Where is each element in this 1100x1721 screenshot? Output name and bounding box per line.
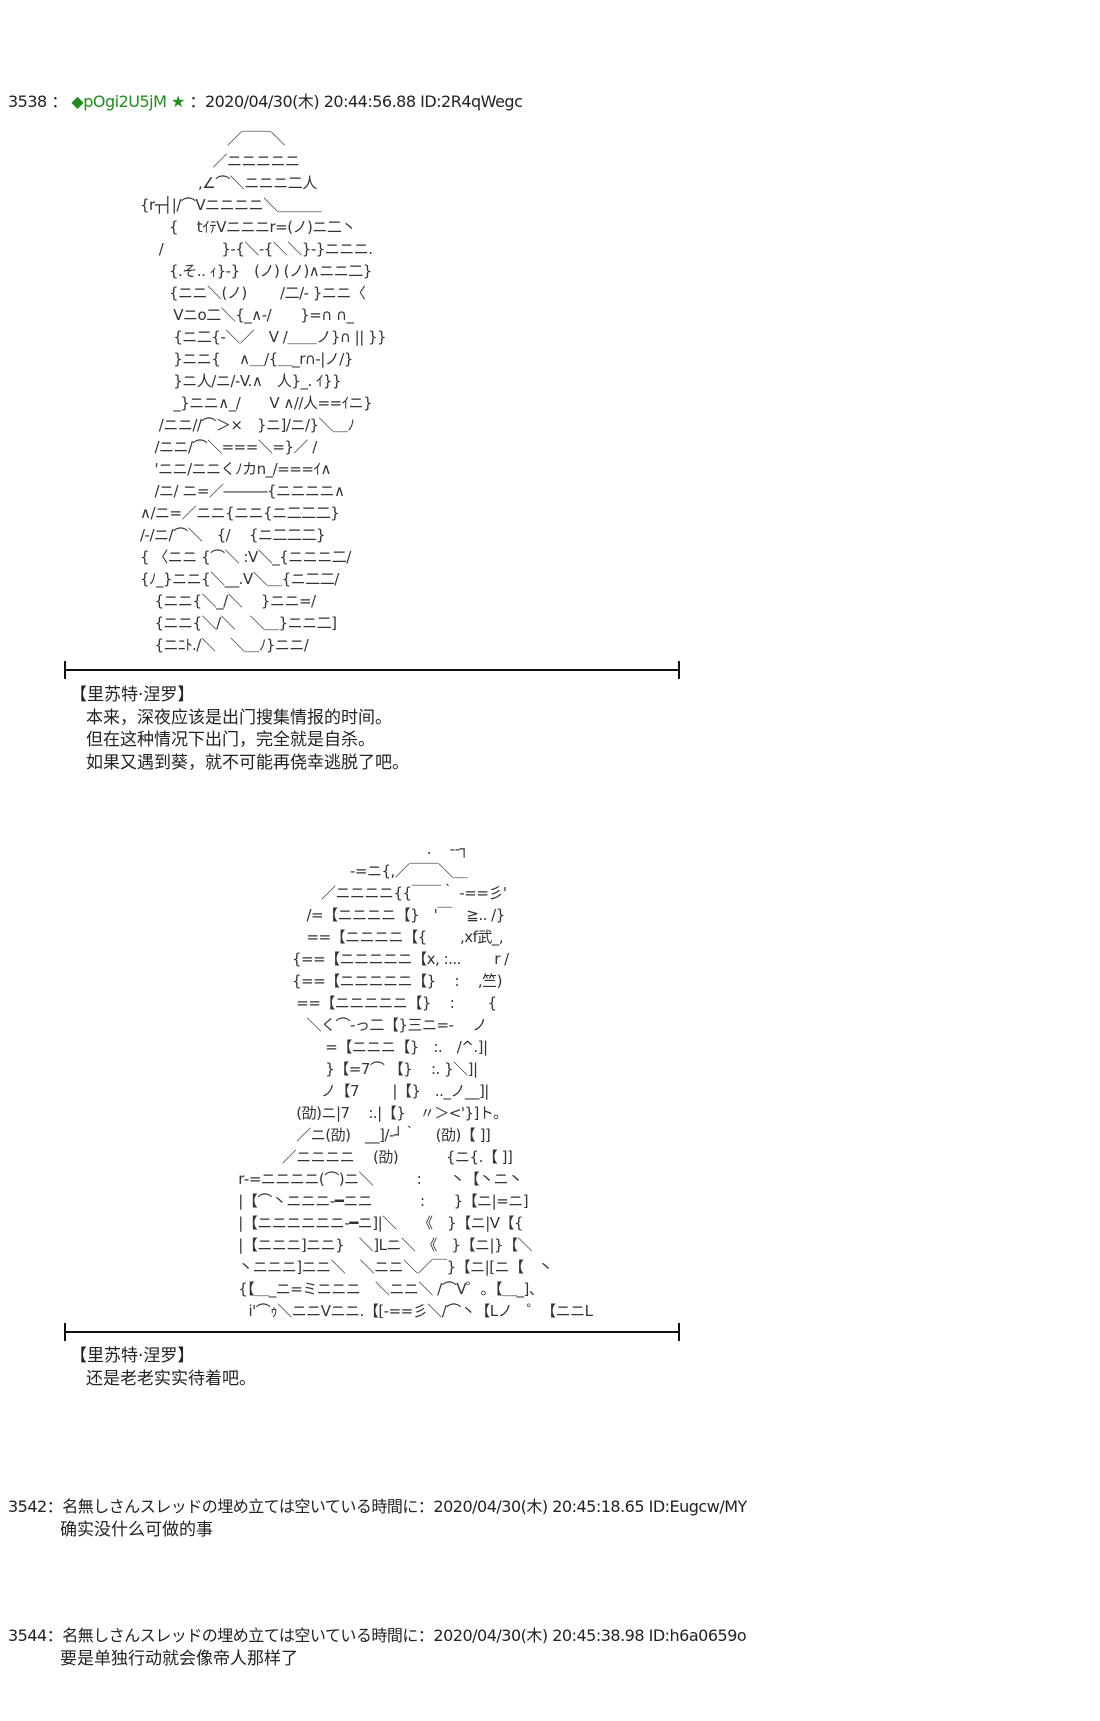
speaker-name: 【里苏特·涅罗】 xyxy=(70,1346,195,1366)
dialogue-line: 还是老老实实待着吧。 xyxy=(86,1368,256,1389)
ascii-art-1: ／￣￣＼ ／ニニニニニ ,∠⌒＼ニニニ二人 {r┬┤|/⌒Vニニニニ＼＿＿＿ {… xyxy=(140,130,387,654)
post-number[interactable]: 3542 xyxy=(8,1497,47,1516)
dialogue-1: 【里苏特·涅罗】 本来，深夜应该是出门搜集情报的时间。 但在这种情况下出门，完全… xyxy=(70,684,409,774)
speaker-name: 【里苏特·涅罗】 xyxy=(70,685,195,705)
star-icon: ★ xyxy=(171,92,185,111)
poster-trip: ◆pOgi2U5jM xyxy=(71,92,167,111)
dialogue-2: 【里苏特·涅罗】 还是老老实实待着吧。 xyxy=(70,1345,256,1390)
dialogue-line: 但在这种情况下出门，完全就是自杀。 xyxy=(86,730,375,750)
post-header-3542: 3542：名無しさんスレッドの埋め立ては空いている時間に：2020/04/30(… xyxy=(8,1493,747,1517)
dialogue-line: 本来，深夜应该是出门搜集情报的时间。 xyxy=(86,707,392,728)
divider-2 xyxy=(64,1323,680,1341)
post-header-3538: 3538 ： ◆pOgi2U5jM ★ ：2020/04/30(木) 20:44… xyxy=(8,88,523,112)
post-name-date: ：名無しさんスレッドの埋め立ては空いている時間に：2020/04/30(木) 2… xyxy=(46,1497,748,1516)
post-header-3544: 3544：名無しさんスレッドの埋め立ては空いている時間に：2020/04/30(… xyxy=(8,1622,747,1646)
divider-1 xyxy=(64,661,680,679)
post-number[interactable]: 3544 xyxy=(8,1626,47,1645)
post-body-3542: 确实没什么可做的事 xyxy=(60,1520,213,1540)
post-name-date: ：名無しさんスレッドの埋め立ては空いている時間に：2020/04/30(木) 2… xyxy=(46,1626,747,1645)
separator: ： xyxy=(51,92,67,111)
post-number[interactable]: 3538 xyxy=(8,92,47,111)
ascii-art-2: . ‐‐┐ ‐=ニ{,／￣￣＼＿ ／ニニニニ{{￣￣｀ ‐==彡' /=【ニニニ… xyxy=(238,840,593,1320)
dialogue-line: 如果又遇到葵，就不可能再侥幸逃脱了吧。 xyxy=(86,752,409,773)
post-date-id: ：2020/04/30(木) 20:44:56.88 ID:2R4qWegc xyxy=(189,92,523,111)
post-body-3544: 要是单独行动就会像帝人那样了 xyxy=(60,1649,298,1669)
